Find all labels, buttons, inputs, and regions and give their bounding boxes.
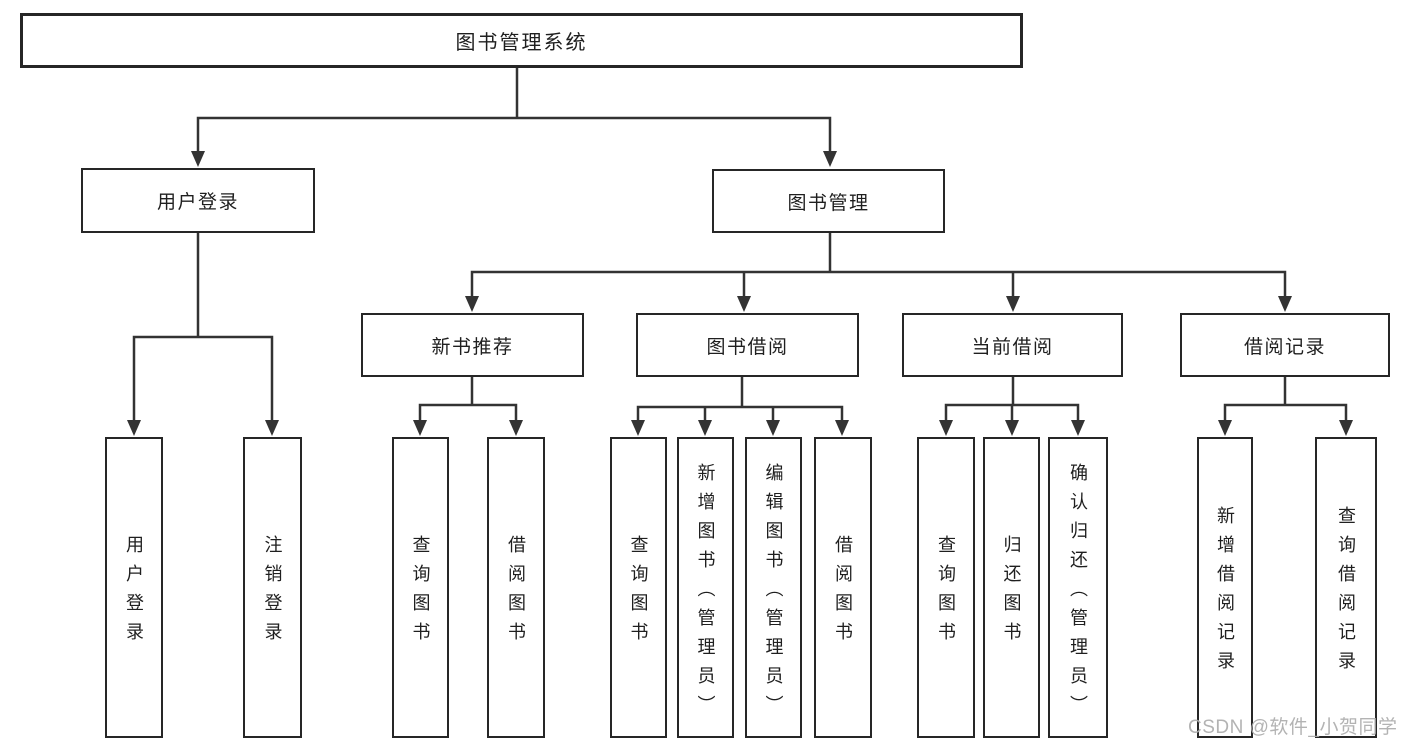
node-leaf-cb-confirm-return-admin-label: 确认归还（管理员） <box>1068 462 1088 724</box>
node-book-borrow: 图书借阅 <box>636 313 859 377</box>
node-root: 图书管理系统 <box>20 13 1023 68</box>
node-leaf-bb-query-books: 查询图书 <box>610 437 667 738</box>
node-leaf-cb-return-books: 归还图书 <box>983 437 1040 738</box>
node-root-label: 图书管理系统 <box>455 32 588 54</box>
node-leaf-nbr-borrow-books-label: 借阅图书 <box>506 535 526 651</box>
node-leaf-cb-confirm-return-admin: 确认归还（管理员） <box>1048 437 1108 738</box>
node-current-borrow: 当前借阅 <box>902 313 1123 377</box>
node-leaf-logout-label: 注销登录 <box>262 535 283 651</box>
node-leaf-user-login: 用户登录 <box>105 437 163 738</box>
node-leaf-br-add-record-label: 新增借阅记录 <box>1215 506 1235 680</box>
node-leaf-bb-query-books-label: 查询图书 <box>628 535 649 651</box>
node-leaf-logout: 注销登录 <box>243 437 302 738</box>
node-leaf-br-query-record: 查询借阅记录 <box>1315 437 1377 738</box>
node-user-login: 用户登录 <box>81 168 315 233</box>
node-leaf-user-login-label: 用户登录 <box>124 535 144 651</box>
node-book-management: 图书管理 <box>712 169 945 233</box>
node-leaf-bb-borrow-books: 借阅图书 <box>814 437 872 738</box>
node-leaf-bb-borrow-books-label: 借阅图书 <box>833 535 853 651</box>
node-book-management-label: 图书管理 <box>787 192 870 214</box>
node-leaf-cb-query-books: 查询图书 <box>917 437 975 738</box>
node-new-book-recommend: 新书推荐 <box>361 313 584 377</box>
node-book-borrow-label: 图书借阅 <box>706 336 789 358</box>
node-leaf-nbr-borrow-books: 借阅图书 <box>487 437 545 738</box>
csdn-watermark: CSDN @软件_小贺同学 <box>1188 717 1398 738</box>
node-current-borrow-label: 当前借阅 <box>971 336 1054 358</box>
node-leaf-bb-add-books-admin: 新增图书（管理员） <box>677 437 734 738</box>
node-leaf-br-query-record-label: 查询借阅记录 <box>1336 506 1356 680</box>
node-leaf-bb-edit-books-admin: 编辑图书（管理员） <box>745 437 802 738</box>
node-leaf-nbr-query-books-label: 查询图书 <box>410 535 431 651</box>
node-user-login-label: 用户登录 <box>156 192 239 213</box>
node-borrow-records-label: 借阅记录 <box>1243 336 1326 358</box>
node-leaf-cb-query-books-label: 查询图书 <box>936 535 956 651</box>
node-leaf-bb-edit-books-admin-label: 编辑图书（管理员） <box>763 462 784 724</box>
arrowheads <box>127 151 1353 436</box>
node-borrow-records: 借阅记录 <box>1180 313 1390 377</box>
node-leaf-nbr-query-books: 查询图书 <box>392 437 449 738</box>
node-new-book-recommend-label: 新书推荐 <box>431 336 514 358</box>
node-leaf-br-add-record: 新增借阅记录 <box>1197 437 1253 738</box>
node-leaf-bb-add-books-admin-label: 新增图书（管理员） <box>695 462 716 724</box>
node-leaf-cb-return-books-label: 归还图书 <box>1001 535 1022 651</box>
